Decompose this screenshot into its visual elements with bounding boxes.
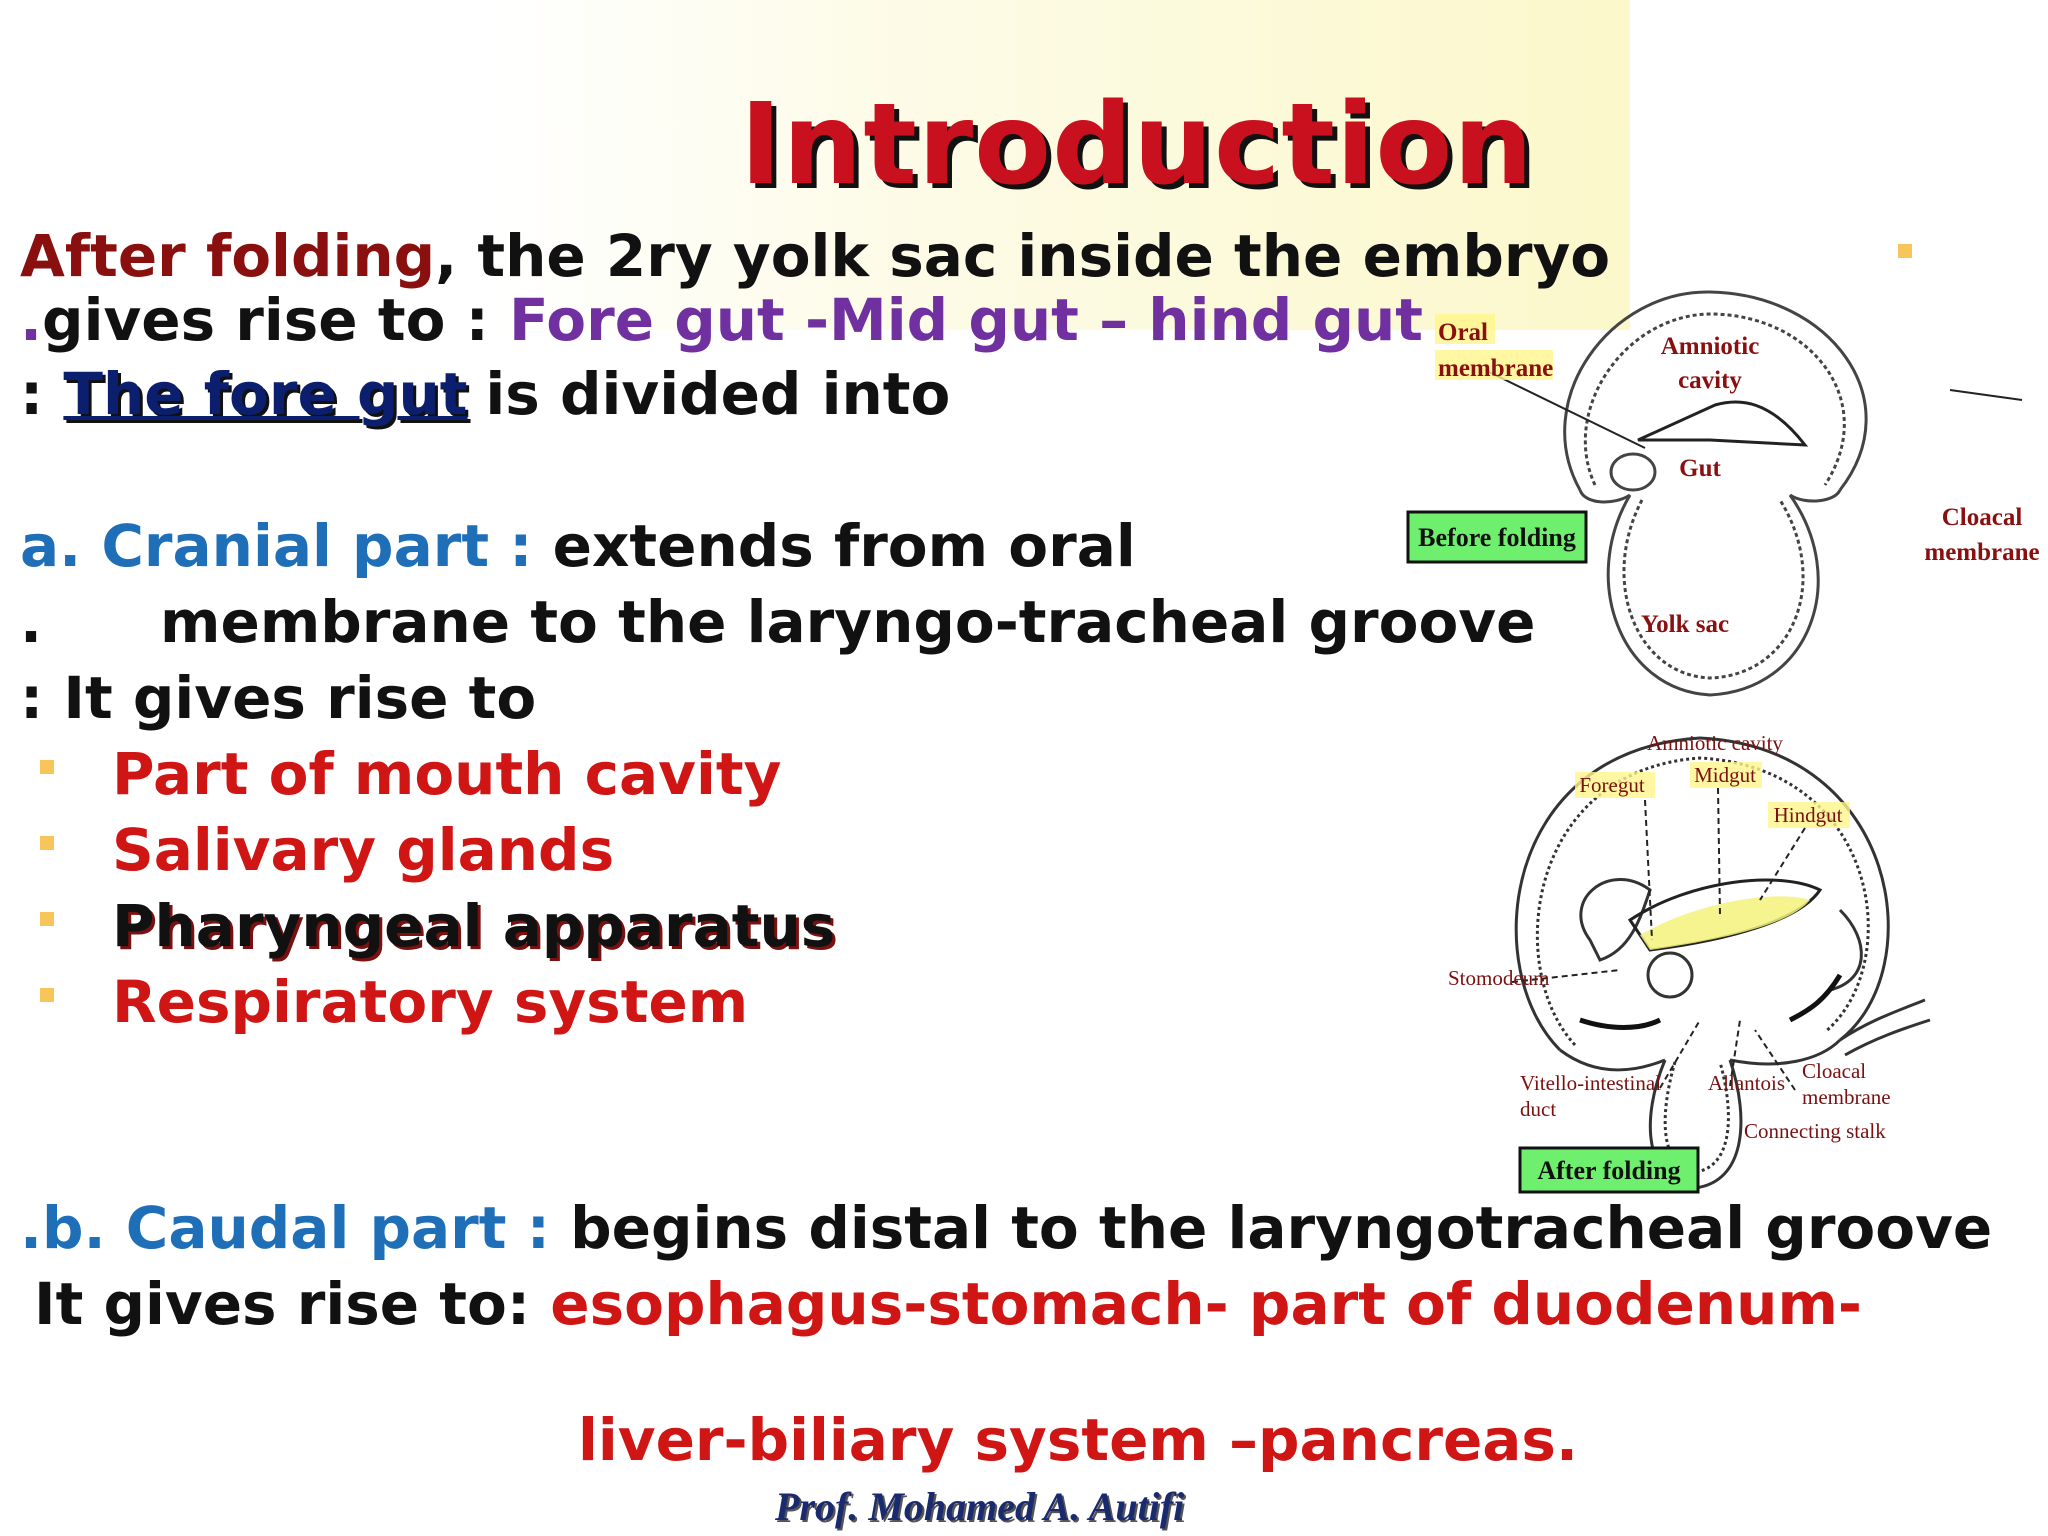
- midgut-tube: [1627, 878, 1823, 952]
- hindgut-label: Hindgut: [1774, 803, 1843, 827]
- fold-arrow-left: [1579, 1017, 1662, 1030]
- cranial-item-3: Pharyngeal apparatus: [112, 892, 836, 960]
- stray-bullet: [1898, 244, 1912, 258]
- cloacal-membrane-label: membrane: [1802, 1085, 1891, 1109]
- intro-line-2-text: gives rise to :: [42, 286, 509, 354]
- midgut-highlight: [1690, 762, 1762, 788]
- bullet-2: [40, 836, 54, 850]
- amniotic-label: Amniotic: [1661, 333, 1760, 360]
- title-background-glow: [0, 0, 1630, 330]
- amniotic-cavity-label: Amniotic cavity: [1647, 731, 1783, 755]
- intro-line-2: .gives rise to : Fore gut -Mid gut – hin…: [20, 286, 1423, 354]
- cavity-label: cavity: [1678, 367, 1742, 394]
- allantois-label: Allantois: [1708, 1071, 1785, 1095]
- vitello-label: Vitello-intestinal: [1520, 1071, 1661, 1095]
- oral-label: Oral: [1438, 319, 1488, 346]
- vitello-pointer: [1659, 1019, 1701, 1089]
- cranial-line-2: . membrane to the laryngo-tracheal groove: [20, 588, 1535, 656]
- fore-gut-heading: The fore gut: [63, 360, 468, 428]
- caudal-organs-2: liver-biliary system –pancreas.: [578, 1406, 1578, 1474]
- cranial-gives-rise: : It gives rise to: [20, 664, 537, 732]
- cranial-line-2-dot: .: [20, 588, 43, 656]
- caudal-colon: :: [506, 1194, 571, 1262]
- amnion-outline: [1563, 290, 1868, 491]
- cranial-item-2: Salivary glands: [112, 816, 615, 884]
- page-title: Introduction: [740, 80, 1535, 210]
- amnion-inner: [1535, 756, 1870, 1047]
- cranial-item-1: Part of mouth cavity: [112, 740, 782, 808]
- yolk-sac-label: Yolk sac: [1641, 611, 1729, 638]
- oral-highlight: [1435, 314, 1495, 344]
- hindgut-highlight: [1768, 802, 1850, 828]
- hindgut-curve: [1829, 908, 1863, 992]
- vitelline-loop: [1646, 951, 1694, 999]
- after-folding-tag: [1518, 1146, 1700, 1194]
- bullet-3: [40, 912, 54, 926]
- membrane-highlight: [1435, 350, 1553, 380]
- fold-arrow-right: [1788, 973, 1843, 1023]
- cloacal-pointer: [1754, 1029, 1796, 1091]
- before-folding-tag: [1406, 510, 1588, 564]
- foregut-pointer: [1644, 799, 1653, 941]
- after-folding-tag-text: After folding: [1537, 1156, 1680, 1185]
- caudal-line-2: It gives rise to: esophagus-stomach- par…: [34, 1270, 1862, 1338]
- bullet-4: [40, 988, 54, 1002]
- author-credit: Prof. Mohamed A. Autifi: [775, 1484, 1185, 1529]
- intro-line-2-dot: .: [20, 286, 43, 354]
- cranial-colon: :: [489, 512, 553, 580]
- amnion-inner: [1583, 312, 1846, 486]
- cranial-part-label: a. Cranial part: [20, 512, 490, 580]
- oral-pointer: [1484, 369, 1646, 449]
- oral-membrane-label: membrane: [1438, 355, 1553, 382]
- before-folding-diagram: Oral membrane Amniotic cavity Gut Cloaca…: [1406, 290, 2040, 697]
- cloacal-membrane-label: membrane: [1924, 539, 2039, 566]
- cloacal-label: Cloacal: [1942, 504, 2023, 531]
- cloacal-pointer: [1949, 389, 2023, 401]
- intro-line-1-rest: , the 2ry yolk sac inside the embryo: [435, 222, 1611, 290]
- caudal-part-label: b. Caudal part: [42, 1194, 507, 1262]
- intro-line-1: After folding, the 2ry yolk sac inside t…: [20, 222, 1610, 290]
- stomodeum-pointer: [1511, 969, 1621, 983]
- midgut-pointer: [1717, 787, 1721, 916]
- yolk-sac-inner: [1622, 499, 1805, 680]
- yolk-sac-outline: [1606, 494, 1820, 697]
- caudal-text: begins distal to the laryngotracheal gro…: [570, 1194, 1993, 1262]
- cranial-text-2: membrane to the laryngo-tracheal groove: [160, 588, 1536, 656]
- stomodeum-label: Stomodeum: [1448, 966, 1550, 990]
- intro-line-3: : The fore gut is divided into: [20, 360, 950, 428]
- gut-label: Gut: [1679, 455, 1721, 482]
- oral-pit: [1609, 452, 1657, 492]
- gut-tube: [1637, 400, 1809, 447]
- caudal-line-1: .b. Caudal part : begins distal to the l…: [20, 1194, 1992, 1262]
- allantois-pointer: [1729, 1019, 1741, 1087]
- foregut-label: Foregut: [1579, 773, 1644, 797]
- amnion-outline: [1514, 736, 1890, 1052]
- cloacal-label: Cloacal: [1802, 1059, 1866, 1083]
- caudal-gives-rise: It gives rise to:: [34, 1270, 551, 1338]
- gut-highlight: [1640, 896, 1810, 950]
- foregut-coil: [1579, 878, 1652, 962]
- before-folding-tag-text: Before folding: [1418, 523, 1576, 552]
- midgut-label: Midgut: [1694, 763, 1756, 787]
- intro-line-3-text: is divided into: [485, 360, 951, 428]
- cranial-text-1: extends from oral: [552, 512, 1136, 580]
- hindgut-pointer: [1759, 827, 1806, 901]
- after-folding-text: After folding: [20, 222, 436, 290]
- foregut-highlight: [1575, 772, 1655, 798]
- caudal-organs-1: esophagus-stomach- part of duodenum-: [550, 1270, 1862, 1338]
- intro-line-3-colon: :: [20, 360, 64, 428]
- connecting-stalk-label: Connecting stalk: [1744, 1119, 1886, 1143]
- cranial-item-4: Respiratory system: [112, 968, 749, 1036]
- gut-divisions-text: Fore gut -Mid gut – hind gut: [509, 286, 1423, 354]
- after-folding-diagram: Amniotic cavity Foregut Midgut Hindgut S…: [1448, 731, 1931, 1194]
- caudal-dot: .: [20, 1194, 43, 1262]
- bullet-1: [40, 760, 54, 774]
- vitello-duct-label: duct: [1520, 1097, 1556, 1121]
- cranial-line-1: a. Cranial part : extends from oral: [20, 512, 1136, 580]
